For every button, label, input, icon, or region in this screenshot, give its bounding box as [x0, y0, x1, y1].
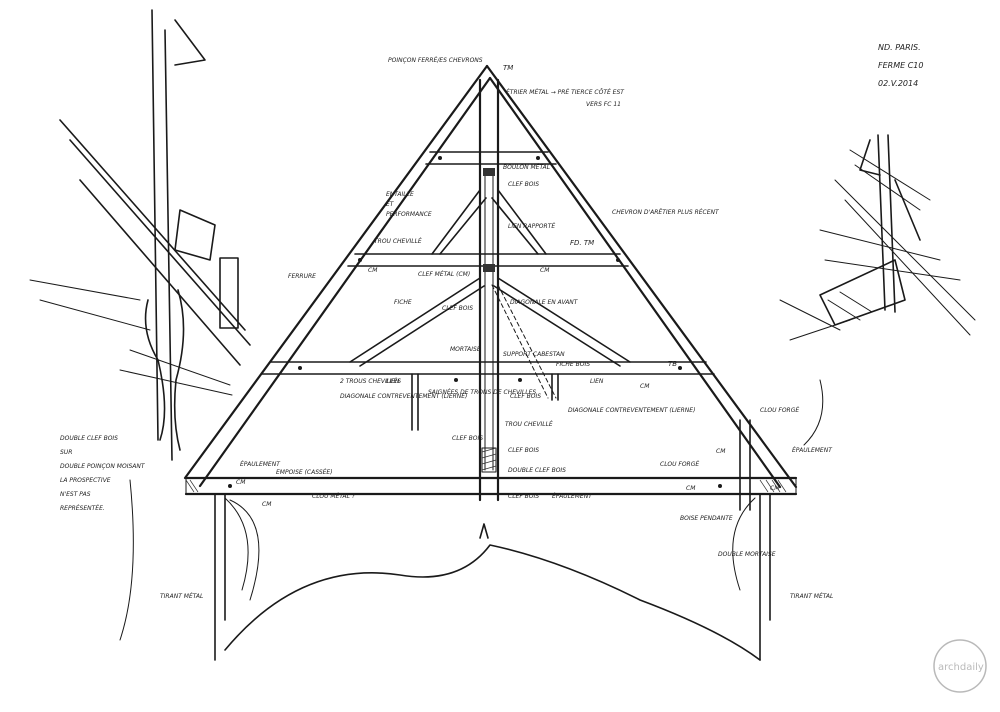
right-detail-sketch	[779, 134, 976, 341]
label-cm-3: CM	[640, 383, 650, 390]
header-date: 02.V.2014	[878, 79, 918, 88]
label-clef-bois-1: CLEF BOIS	[508, 181, 539, 188]
label-lien-2: LIEN	[590, 378, 604, 385]
label-empoise: EMPOISE (CASSÉE)	[276, 468, 333, 476]
label-ferrure: FERRURE	[288, 273, 316, 280]
label-saignees: SAIGNÉES DE TRONS DE CHEVILLES	[428, 388, 536, 396]
watermark-logo: archdaily	[933, 639, 987, 693]
label-support: SUPPORT CABESTAN	[503, 351, 565, 358]
svg-text:archdaily: archdaily	[938, 662, 984, 673]
label-fd-tm: FD. TM	[570, 239, 594, 247]
label-diagonale-right: DIAGONALE CONTREVENTEMENT (LIERNE)	[568, 407, 695, 414]
label-poincon: POINÇON FERRÉ/ES CHEVRONS	[388, 56, 483, 64]
label-cm-7: CM	[686, 485, 696, 492]
label-cm-6: CM	[262, 501, 272, 508]
main-truss	[183, 64, 798, 661]
label-cm-8: CM	[770, 485, 780, 492]
label-double-clef: DOUBLE CLEF BOIS	[508, 467, 566, 474]
label-epaulement-left: ÉPAULEMENT	[240, 460, 281, 468]
label-epaulement-right: ÉPAULEMENT	[792, 446, 833, 454]
label-trou-cheville-2: TROU CHEVILLÉ	[505, 420, 553, 428]
note-line-3: DOUBLE POINÇON MOISANT	[60, 463, 146, 470]
label-tirant-right: TIRANT MÉTAL	[790, 592, 833, 600]
label-boise: BOISE PENDANTE	[680, 515, 733, 522]
label-cm-5: CM	[236, 479, 246, 486]
label-trous-chevilles: 2 TROUS CHEVILLÉS	[340, 377, 401, 385]
label-etrier: ÉTRIER MÉTAL → PRÉ TIERCE CÔTÉ EST	[506, 88, 625, 96]
labels: ND. PARIS. FERME C10 02.V.2014 POINÇON F…	[60, 43, 923, 600]
note-line-4: LA PROSPECTIVE	[60, 477, 111, 484]
label-clef-bois-2: CLEF BOIS	[442, 305, 473, 312]
note-line-6: REPRÉSENTÉE.	[60, 504, 105, 512]
label-diagonale-avant: DIAGONALE EN AVANT	[510, 299, 579, 306]
label-tirant-left: TIRANT MÉTAL	[160, 592, 203, 600]
label-performance: PERFORMANCE	[386, 211, 432, 218]
leader-arrow	[119, 479, 134, 641]
label-lien-rapporte: LIEN RAPPORTÉ	[508, 222, 555, 230]
label-tm-top: TM	[503, 64, 513, 72]
label-clef-bois-4: CLEF BOIS	[452, 435, 483, 442]
label-fiche: FICHE	[394, 299, 412, 306]
label-epaulement-mid: ÉPAULEMENT	[552, 492, 593, 500]
label-clou-metal: CLOU MÉTAL ?	[312, 492, 356, 500]
label-et: ET	[386, 201, 395, 208]
label-clou-forge-2: CLOU FORGÉ	[760, 406, 799, 414]
label-chevron: CHEVRON D'ARÊTIER PLUS RÉCENT	[612, 208, 720, 216]
label-entaille: ENTAILLE	[386, 191, 414, 198]
label-clou-forge: CLOU FORGÉ	[660, 460, 699, 468]
label-cm-2: CM	[540, 267, 550, 274]
label-fiche-bois: FICHE BOIS	[556, 361, 590, 368]
header-ref: FERME C10	[878, 61, 923, 70]
left-detail-sketch	[29, 9, 251, 461]
label-cm-1: CM	[368, 267, 378, 274]
label-clef-bois-6: CLEF BOIS	[508, 493, 539, 500]
label-vers: VERS FC 11	[586, 101, 621, 108]
label-tb: TB	[668, 360, 677, 368]
label-diagonale-left: DIAGONALE CONTREVENTEMENT (LIERNE)	[340, 393, 467, 400]
label-clef-bois-3: CLEF BOIS	[510, 393, 541, 400]
label-lien-1: LIEN	[386, 378, 400, 385]
label-mortaise: MORTAISE	[450, 346, 481, 353]
leader-arrow	[803, 379, 824, 446]
note-line-1: DOUBLE CLEF BOIS	[60, 435, 118, 442]
label-cm-4: CM	[716, 448, 726, 455]
label-clef-metal: CLEF MÉTAL (CM)	[418, 270, 470, 278]
header-project: ND. PARIS.	[878, 43, 921, 52]
label-double-mortaise: DOUBLE MORTAISE	[718, 551, 776, 558]
label-boulon: BOULON MÉTAL	[503, 163, 550, 171]
note-line-2: SUR	[60, 449, 72, 456]
label-clef-bois-5: CLEF BOIS	[508, 447, 539, 454]
label-trou-cheville: TROU CHEVILLÉ	[374, 237, 422, 245]
note-line-5: N'EST PAS	[60, 491, 91, 498]
